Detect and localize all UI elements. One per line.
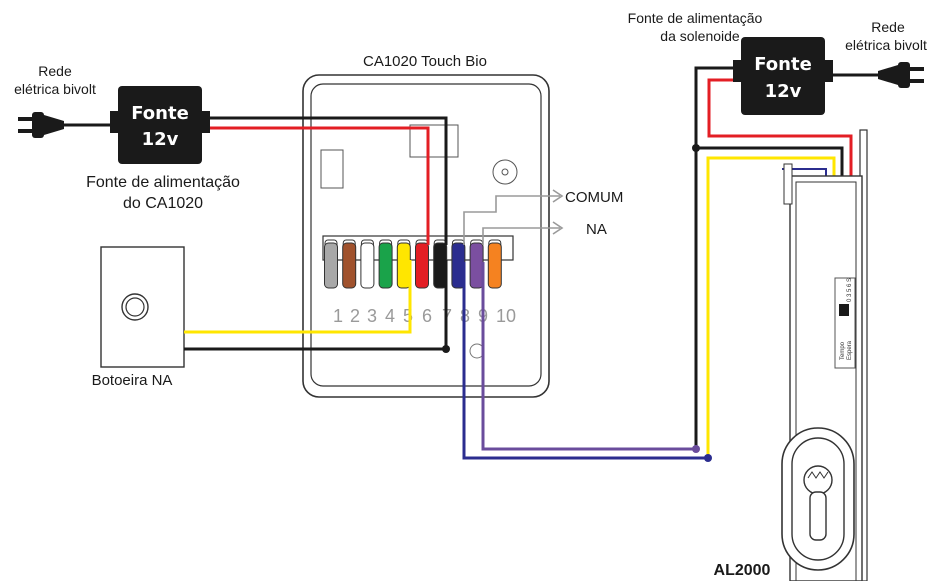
plug-left-icon: [18, 112, 110, 138]
terminal-block: [324, 239, 502, 289]
push-button-icon: [100, 246, 185, 368]
comum-label: COMUM: [565, 189, 623, 206]
junction-dot: [692, 445, 700, 453]
power-supply-right: [733, 37, 833, 115]
plug-right-icon: [833, 62, 924, 88]
junction-dot: [442, 345, 450, 353]
terminal-number: 4: [385, 306, 395, 326]
terminal-number: 3: [367, 306, 377, 326]
terminal-number: 6: [422, 306, 432, 326]
junction-dot: [704, 454, 712, 462]
terminal-pin: [324, 239, 338, 289]
wire-yellow-button: [184, 260, 412, 334]
terminal-pin: [342, 239, 357, 289]
terminal-number: 10: [496, 306, 516, 326]
wire-yellow-lock: [706, 156, 836, 458]
terminal-pin: [487, 239, 502, 289]
wire-red-supply-right: [707, 78, 853, 176]
supply-left-text1: Fonte: [131, 103, 189, 124]
mains-right-line2: elétrica bivolt: [845, 37, 927, 53]
supply-right-text2: 12v: [765, 81, 802, 102]
lock-scale-label: 0 3 5 6 S: [847, 278, 853, 302]
arrow-na-icon: [552, 221, 564, 235]
lock-espera-label: Espera: [847, 340, 853, 360]
wire-na: [482, 227, 560, 245]
lock-tempo-label: Tempo: [840, 341, 846, 360]
terminal-pin: [360, 239, 375, 289]
wire-blue-lock: [462, 262, 708, 460]
mains-left-line2: elétrica bivolt: [14, 81, 96, 97]
terminal-pin: [469, 239, 484, 289]
wire-red-supply-left: [210, 126, 430, 245]
mains-right-line1: Rede: [871, 19, 905, 35]
wire-black-lock: [696, 146, 844, 176]
wire-comum: [463, 195, 560, 245]
arrow-comum-icon: [552, 189, 564, 203]
wire-blue-lock-top: [782, 168, 827, 176]
na-label: NA: [586, 221, 607, 238]
power-supply-left: [110, 86, 210, 164]
junction-dot: [692, 144, 700, 152]
terminal-pin: [415, 239, 429, 289]
al2000-lock: [781, 129, 868, 581]
terminal-number: 2: [350, 306, 360, 326]
supply-right-text1: Fonte: [754, 54, 812, 75]
supply-left-caption1: Fonte de alimentação: [86, 174, 240, 191]
button-label: Botoeira NA: [92, 372, 173, 389]
supply-right-caption2: da solenoide: [660, 28, 740, 44]
terminal-number: 5: [403, 306, 413, 326]
wire-black-supply-left: [210, 116, 448, 245]
device-title: CA1020 Touch Bio: [363, 53, 487, 70]
supply-right-caption1: Fonte de alimentação: [628, 10, 763, 26]
mains-left-line1: Rede: [38, 63, 72, 79]
terminal-pin: [396, 239, 411, 289]
terminal-pin: [378, 239, 393, 289]
terminal-number: 1: [333, 306, 343, 326]
lock-label: AL2000: [714, 562, 771, 579]
terminal-pin: [451, 239, 466, 289]
supply-left-caption2: do CA1020: [123, 195, 203, 212]
supply-left-text2: 12v: [142, 129, 179, 150]
wire-black-supply-right: [694, 66, 733, 449]
wire-purple-lock: [481, 262, 696, 451]
